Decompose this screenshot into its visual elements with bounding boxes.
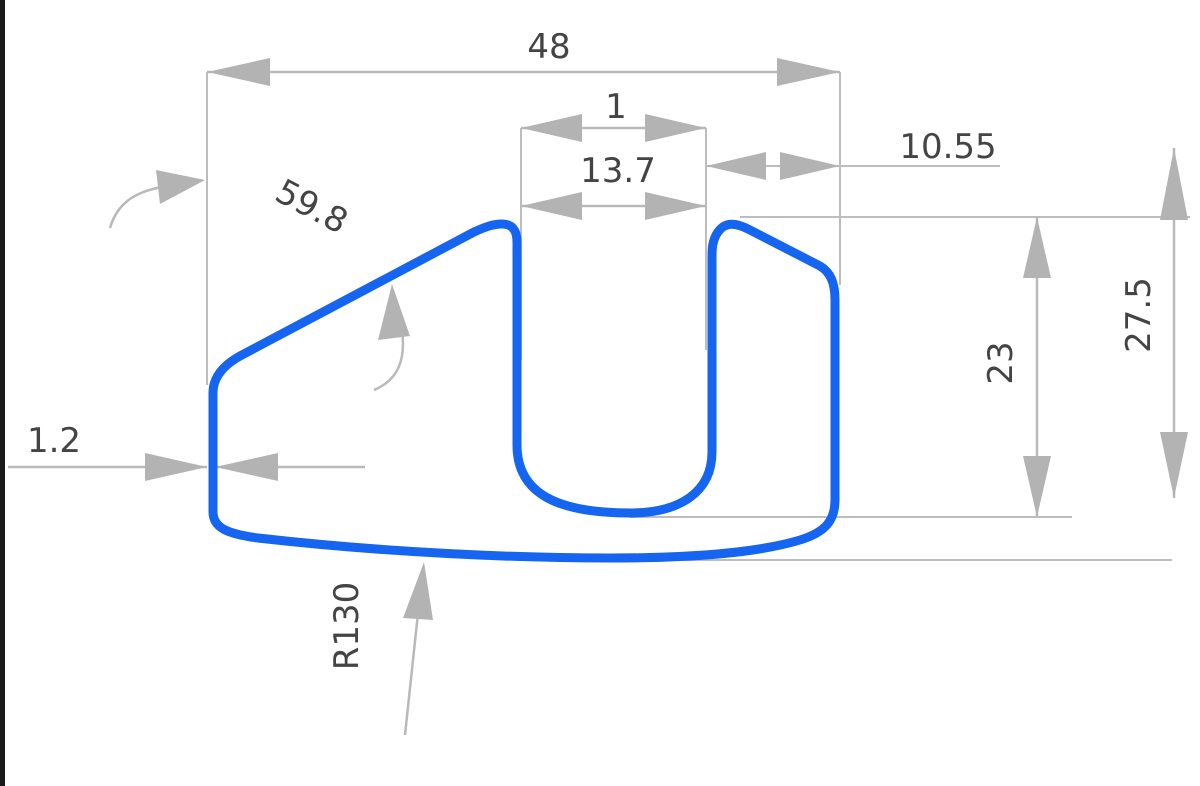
label-slot-gap: 1 — [605, 87, 627, 127]
dim-bottom-radius-leader — [403, 562, 433, 736]
dim-right-offset — [706, 152, 840, 180]
label-overall-height: 27.5 — [1119, 277, 1159, 353]
label-overall-width: 48 — [527, 27, 570, 67]
dim-overall-width — [207, 58, 840, 86]
curved-arrow-slope — [373, 284, 410, 392]
dim-wall-thickness — [8, 453, 365, 481]
dim-slot-gap — [521, 114, 706, 142]
left-border — [0, 0, 5, 786]
profile-outline — [208, 219, 840, 563]
dim-slot-width — [521, 192, 706, 220]
label-wall-thickness: 1.2 — [27, 421, 81, 461]
dim-slot-depth — [1023, 217, 1051, 517]
label-right-offset: 10.55 — [899, 127, 996, 167]
curved-arrow-top-left — [108, 170, 205, 229]
label-bottom-radius: R130 — [327, 582, 367, 671]
dim-overall-height — [1160, 148, 1188, 498]
label-slope-length: 59.8 — [269, 171, 355, 242]
label-slot-width: 13.7 — [580, 151, 656, 191]
label-slot-depth: 23 — [981, 341, 1021, 384]
